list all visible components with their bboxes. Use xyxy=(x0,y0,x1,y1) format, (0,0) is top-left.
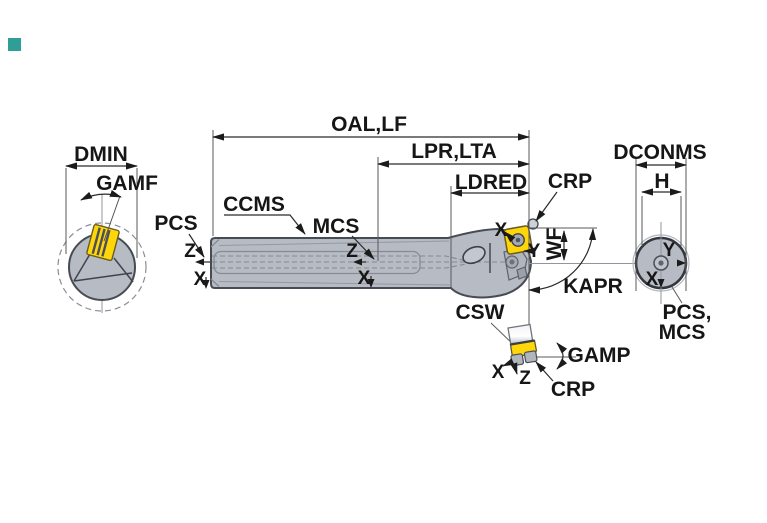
label-pcs-left: PCS xyxy=(154,212,197,235)
label-axis-z-mid: Z xyxy=(346,241,358,262)
label-ldred: LDRED xyxy=(455,171,527,194)
label-crp-bottom: CRP xyxy=(551,378,595,401)
x-tip-arrow xyxy=(504,231,516,243)
z-detail-arrow xyxy=(510,362,518,375)
label-kapr: KAPR xyxy=(563,275,623,298)
min-bore-dashed-circle xyxy=(57,222,147,312)
mcs-leader xyxy=(351,235,375,260)
x-detail-arrow xyxy=(502,358,515,367)
label-axis-x-detail: X xyxy=(492,362,505,383)
label-gamp: GAMP xyxy=(568,344,631,367)
pcs-leader xyxy=(188,233,205,258)
coolant-hidden-line-top xyxy=(212,255,467,262)
label-ccms: CCMS xyxy=(223,193,285,216)
z-shank-arrow xyxy=(195,258,204,266)
label-h: H xyxy=(654,170,669,193)
end-view-screw-center xyxy=(658,260,664,266)
label-pcs-end: PCS, xyxy=(662,301,711,324)
crp-leader-bottom xyxy=(535,361,554,382)
label-mcs: MCS xyxy=(313,215,360,238)
label-axis-x-tip: X xyxy=(495,220,508,241)
label-crp-top: CRP xyxy=(548,170,592,193)
label-axis-y-end: Y xyxy=(663,240,676,261)
label-axis-x-end: X xyxy=(646,269,659,290)
corner-detail-left xyxy=(510,353,525,367)
shank-chamfer-lines xyxy=(218,240,451,286)
coolant-hidden-line-bottom xyxy=(212,263,467,269)
label-axis-z-shank: Z xyxy=(184,241,196,262)
crp-leader-top xyxy=(535,191,558,222)
insert-front-view xyxy=(86,223,120,262)
label-oal-lf: OAL,LF xyxy=(331,113,407,136)
left-section-view: DMIN GAMF xyxy=(57,143,158,313)
kapr-angle-arc xyxy=(528,228,597,294)
gamp-angle-arc xyxy=(556,342,568,370)
x-end-arrow xyxy=(657,279,665,288)
label-mcs-end: MCS xyxy=(659,321,706,344)
label-csw: CSW xyxy=(456,301,505,324)
insert-chipbreaker-grooves xyxy=(91,227,111,257)
brand-square xyxy=(8,38,21,51)
insert-screw-center xyxy=(515,237,521,243)
label-axis-z-detail: Z xyxy=(519,368,531,389)
shank-end-chamfers xyxy=(210,239,220,287)
gamf-angle-arc xyxy=(80,189,122,201)
label-wf: WF xyxy=(543,228,566,261)
clamp-screw-center xyxy=(509,259,515,265)
pcs-mcs-leader xyxy=(671,286,683,304)
label-axis-x-mid: X xyxy=(358,268,371,289)
gamf-reference-line xyxy=(103,195,121,242)
y-end-arrow xyxy=(677,259,686,267)
label-dconms: DCONMS xyxy=(613,141,706,164)
head-oval-hole xyxy=(462,245,486,265)
z-mid-arrow xyxy=(353,258,362,266)
insert-face xyxy=(86,223,120,262)
main-dimensions: OAL,LF LPR,LTA LDRED CCMS MCS PCS CRP Z … xyxy=(154,113,687,357)
insert-side-detail-view: GAMP X Z CRP xyxy=(492,323,631,401)
x-mid-arrow xyxy=(367,279,375,288)
section-edge-lines xyxy=(73,253,134,283)
end-view: Y X DCONMS H PCS, MCS xyxy=(613,141,711,344)
label-gamf: GAMF xyxy=(96,172,158,195)
x-shank-arrow xyxy=(202,280,210,289)
ccms-leader xyxy=(224,214,306,235)
clamp-finger xyxy=(516,266,528,280)
insert-top-edge xyxy=(510,339,535,346)
label-axis-x-shank: X xyxy=(194,269,207,290)
label-dmin: DMIN xyxy=(74,143,128,166)
corner-detail-right xyxy=(523,350,538,364)
label-lpr-lta: LPR,LTA xyxy=(411,140,497,163)
